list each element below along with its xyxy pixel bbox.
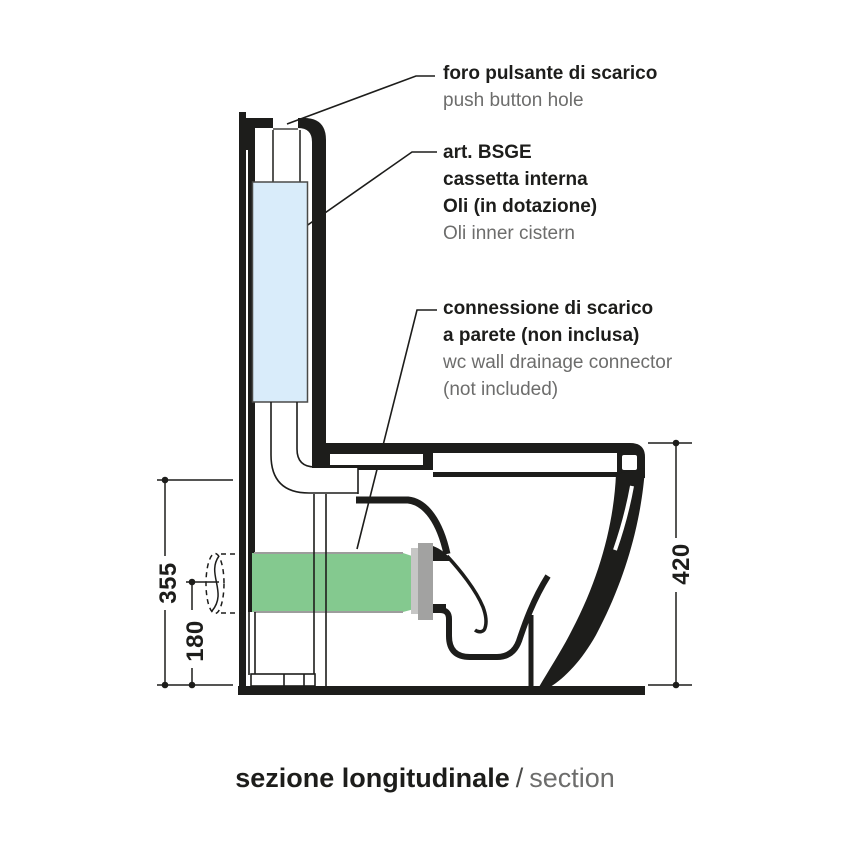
stub-break-squiggle <box>211 555 220 612</box>
drain-label-en2: (not included) <box>443 379 559 400</box>
column-top-bar-left <box>248 118 273 128</box>
push-button-label-it: foro pulsante di scarico <box>443 63 658 84</box>
leader-push-button <box>286 75 435 125</box>
toilet-fixture <box>205 112 645 695</box>
dim420-dot-bottom <box>672 681 680 689</box>
floor-line <box>238 686 645 695</box>
drain-label-en1: wc wall drainage connector <box>443 352 673 373</box>
dim180-dot-top <box>188 578 196 586</box>
callout-cistern: art. BSGE cassetta interna Oli (in dotaz… <box>443 139 597 247</box>
seat-underline <box>433 472 617 477</box>
back-panel-bar <box>239 112 246 695</box>
flange-lip <box>411 548 418 614</box>
pipe-stub-dashed <box>205 552 242 615</box>
rim-top-bar <box>312 443 617 453</box>
column-right-wall <box>298 118 326 446</box>
plinth-recess <box>250 673 316 687</box>
cistern-art-code: BSGE <box>477 142 532 163</box>
dim420-dot-top <box>672 439 680 447</box>
drain-label-it1: connessione di scarico <box>443 298 654 319</box>
bowl-top-line <box>356 496 451 555</box>
dimension-180: 180 <box>182 578 219 689</box>
dim180-value: 180 <box>182 620 209 662</box>
back-curve-sliver <box>613 485 634 551</box>
flush-pipe-outer <box>270 402 358 494</box>
caption-english: section <box>529 763 615 793</box>
dimension-420: 420 <box>648 439 695 689</box>
flush-pipe-elbow <box>270 402 359 494</box>
cistern-column <box>242 118 326 612</box>
bowl-top-and-seat <box>312 443 645 478</box>
trap-sump-outline <box>433 574 551 660</box>
push-button-label-en: push button hole <box>443 90 584 111</box>
drain-connector <box>252 543 433 620</box>
dimension-355: 355 <box>155 476 233 689</box>
drain-label-it2: a parete (non inclusa) <box>443 325 640 346</box>
back-curve-band <box>539 468 645 687</box>
stub-end-ellipse <box>205 552 225 615</box>
caption-separator: / <box>515 763 524 793</box>
dimension-annotations: 355 180 420 <box>155 439 695 689</box>
column-wall-thin-lines <box>248 494 327 686</box>
dim420-value: 420 <box>668 543 695 585</box>
drawing-caption: sezione longitudinale/section <box>0 762 850 794</box>
column-top-left-notch <box>242 118 249 150</box>
ledge-slot <box>330 454 423 465</box>
dim355-value: 355 <box>155 562 182 604</box>
dim355-dot-top <box>161 476 169 484</box>
pan-back-profile <box>528 468 645 687</box>
cistern-art-label: art. <box>443 142 473 163</box>
callout-drain-connector: connessione di scarico a parete (non inc… <box>443 295 672 403</box>
flush-pipe-channel <box>300 468 358 493</box>
drain-connector-body <box>252 553 403 612</box>
seat-hinge-hole <box>622 455 637 470</box>
bowl-interior <box>356 496 551 660</box>
inner-cistern-tank <box>251 181 309 403</box>
column-left-wall <box>248 118 255 612</box>
cistern-label-it2: Oli (in dotazione) <box>443 196 598 217</box>
seat-band <box>433 453 617 472</box>
caption-italian: sezione longitudinale <box>235 763 510 793</box>
callout-push-button: foro pulsante di scarico push button hol… <box>443 60 657 114</box>
flush-pipe-inner <box>296 402 358 468</box>
outlet-drop-line <box>445 554 488 634</box>
floor <box>238 673 645 695</box>
drain-flange <box>418 543 433 620</box>
cistern-label-it1: cassetta interna <box>443 169 588 190</box>
leader-drain-connector <box>356 309 437 550</box>
cistern-label-en: Oli inner cistern <box>443 223 575 244</box>
